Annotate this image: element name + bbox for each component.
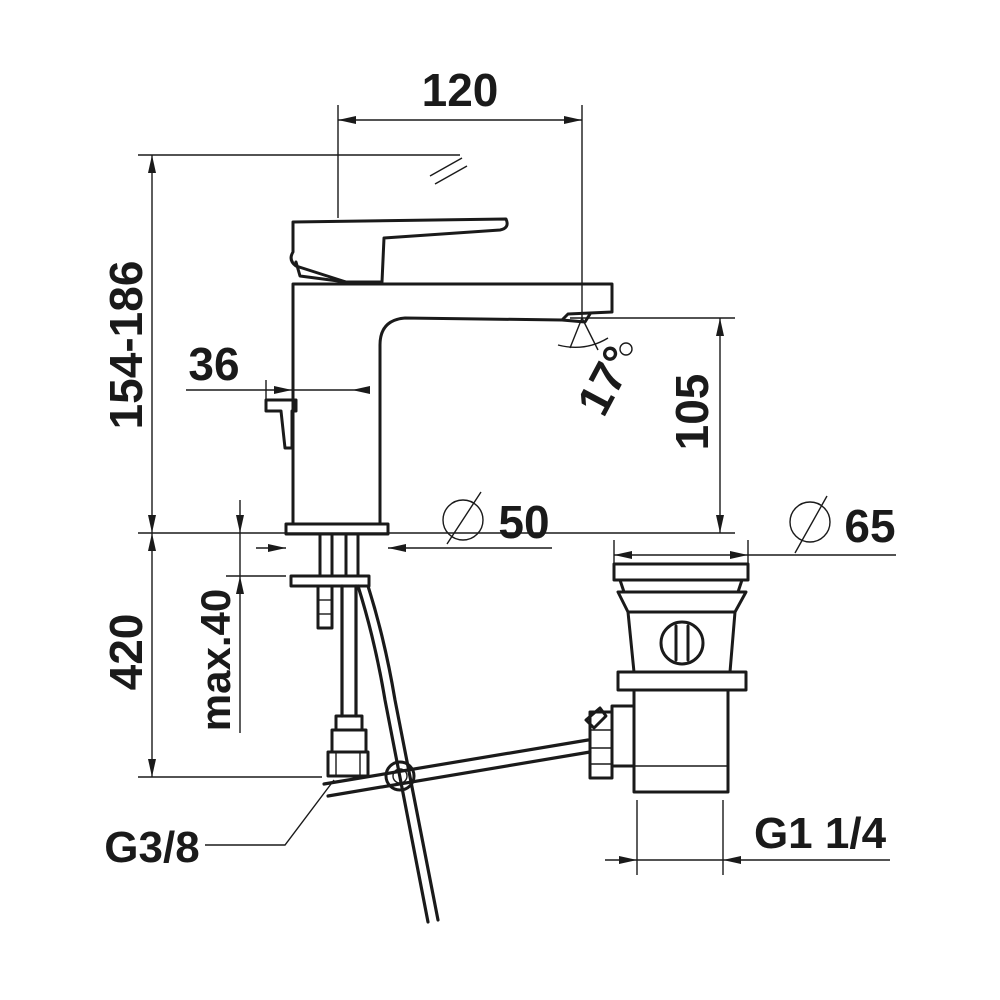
faucet-body <box>264 217 614 536</box>
label-thread-g1-1-4: G1 1/4 <box>754 809 887 858</box>
waste-assembly <box>584 562 750 794</box>
dim-width-120: 120 <box>422 64 499 116</box>
dim-deck-max40: max.40 <box>192 589 239 731</box>
dim-angle-17: 17° <box>567 338 646 424</box>
dim-height-105: 105 <box>666 374 718 451</box>
under-counter-assembly <box>289 532 592 924</box>
dim-height-154-186: 154-186 <box>100 261 152 430</box>
dim-below-420: 420 <box>100 614 152 691</box>
dim-lever-36: 36 <box>188 338 239 390</box>
dim-diameter-65: 65 <box>844 500 895 552</box>
dimension-lines <box>138 105 896 875</box>
dim-diameter-50: 50 <box>498 496 549 548</box>
label-thread-g3-8: G3/8 <box>104 823 199 872</box>
